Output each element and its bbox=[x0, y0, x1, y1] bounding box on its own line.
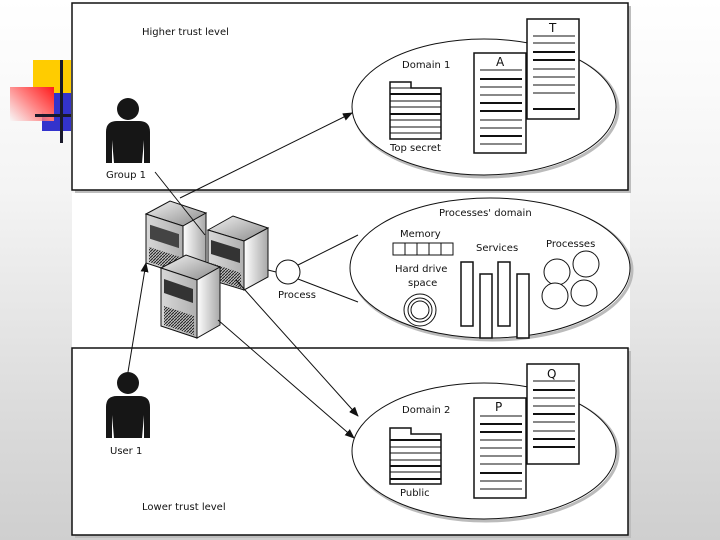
group-actor-icon bbox=[106, 98, 150, 163]
server-2-icon bbox=[206, 215, 270, 291]
top-secret-folder-icon bbox=[389, 81, 442, 140]
arrow-user-to-servers bbox=[127, 262, 149, 373]
hard-drive-label-line1: Hard drive bbox=[395, 264, 447, 275]
document-q-letter: Q bbox=[547, 367, 556, 381]
connection-lines bbox=[127, 112, 359, 439]
document-t-icon: T bbox=[526, 18, 580, 120]
memory-cells-icon bbox=[392, 242, 454, 256]
public-label: Public bbox=[400, 488, 430, 499]
processes-domain-label: Processes' domain bbox=[439, 208, 532, 219]
top-secret-label: Top secret bbox=[389, 143, 441, 154]
public-folder-icon bbox=[389, 427, 442, 485]
process-node-icon bbox=[275, 259, 301, 285]
services-bars-icon bbox=[460, 261, 530, 339]
server-cluster-icon bbox=[144, 200, 270, 339]
services-label: Services bbox=[476, 243, 518, 254]
arrow-servers-to-domain-2-b bbox=[235, 279, 359, 417]
document-a-letter: A bbox=[496, 55, 505, 69]
user-label: User 1 bbox=[110, 446, 142, 457]
arrow-servers-to-domain-1 bbox=[179, 112, 353, 199]
group-label: Group 1 bbox=[106, 170, 146, 181]
domain-1-label: Domain 1 bbox=[402, 60, 450, 71]
domain-2-label: Domain 2 bbox=[402, 405, 450, 416]
process-label: Process bbox=[278, 290, 316, 301]
document-p-icon: P bbox=[473, 397, 527, 499]
document-q-icon: Q bbox=[526, 363, 580, 465]
hard-drive-disk-icon bbox=[403, 293, 437, 327]
line-server-to-process bbox=[267, 269, 277, 273]
lower-trust-box: Lower trust level User 1 Domain 2 Public… bbox=[71, 347, 631, 538]
memory-label: Memory bbox=[400, 229, 441, 240]
document-t-letter: T bbox=[548, 21, 557, 35]
arrow-servers-to-domain-2-a bbox=[217, 319, 355, 439]
lower-trust-title: Lower trust level bbox=[142, 502, 226, 513]
line-process-to-domain-top bbox=[297, 234, 359, 266]
higher-trust-box: Higher trust level Group 1 Domain 1 Top … bbox=[71, 2, 631, 193]
slide-decoration bbox=[0, 0, 80, 150]
processes-circles-icon bbox=[541, 250, 600, 310]
server-3-icon bbox=[159, 254, 222, 339]
line-group-to-servers bbox=[154, 171, 206, 236]
hard-drive-label-line2: space bbox=[408, 278, 437, 289]
decoration-horizontal-line bbox=[35, 114, 71, 117]
line-process-to-domain-bottom bbox=[297, 278, 359, 303]
higher-trust-title: Higher trust level bbox=[142, 27, 229, 38]
processes-label: Processes bbox=[546, 239, 595, 250]
processes-domain: Processes' domain Memory Hard drive spac… bbox=[349, 197, 634, 342]
document-a-icon: A bbox=[473, 52, 527, 154]
user-actor-icon bbox=[106, 372, 150, 438]
decoration-vertical-line bbox=[60, 60, 63, 143]
document-p-letter: P bbox=[495, 400, 502, 414]
